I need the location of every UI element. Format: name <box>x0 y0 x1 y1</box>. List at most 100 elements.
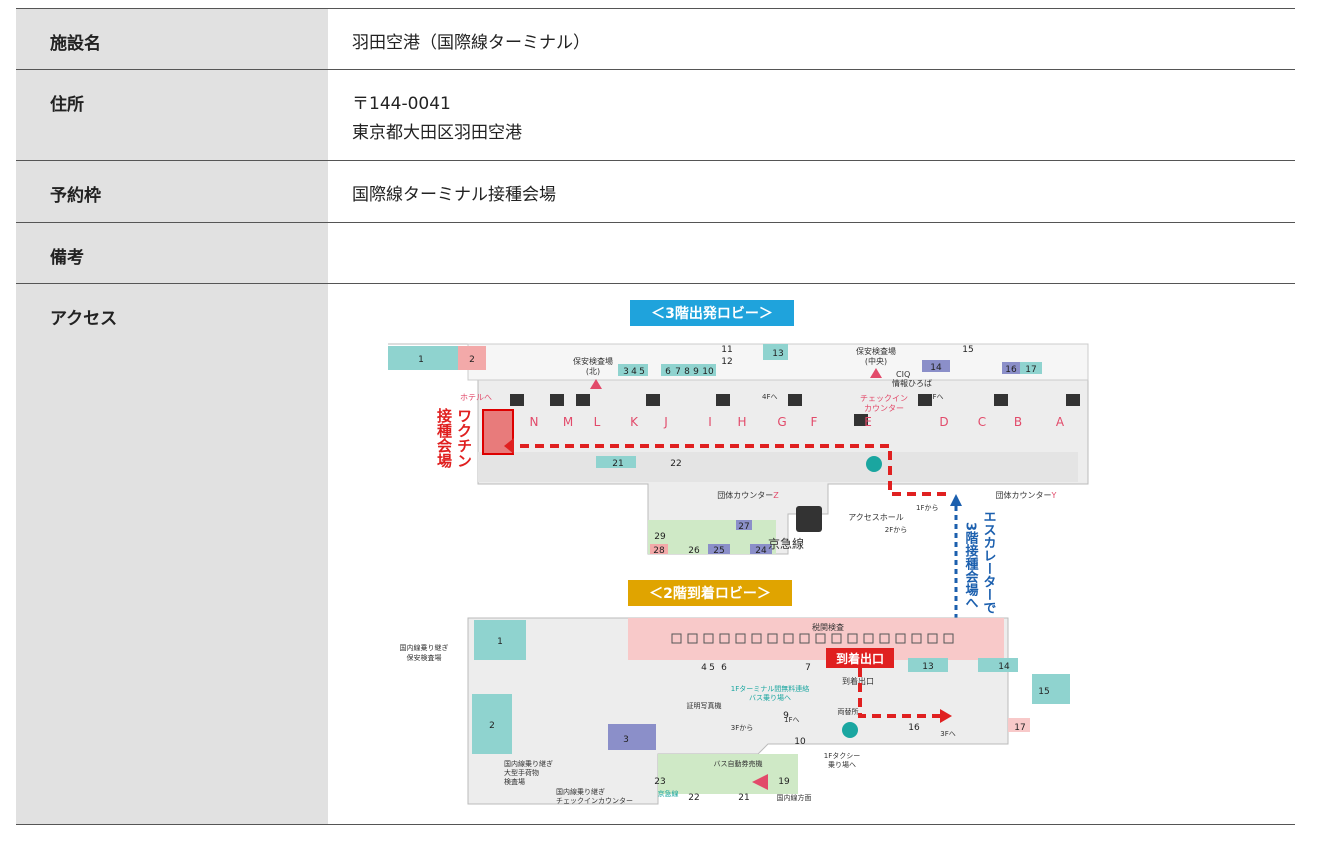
from-2f-label: 2Fから <box>885 526 907 534</box>
f2-2: 2 <box>489 721 495 731</box>
route-3f <box>514 444 946 496</box>
f3-27: 26 <box>688 546 700 556</box>
access-hall-label: アクセスホール <box>848 513 904 522</box>
floor3-bottom-strip <box>478 452 1078 482</box>
f3-2: 2 <box>469 355 475 365</box>
f3-6: 6 <box>665 367 671 377</box>
hotel-label: ホテルへ <box>460 393 492 402</box>
f3-9: 9 <box>693 367 699 377</box>
to-4f-left: 4Fへ <box>762 393 777 401</box>
counter-n: N <box>530 415 539 429</box>
to-1f-label: 1Fへ <box>784 716 799 724</box>
access-label: アクセス <box>16 283 328 825</box>
arrival-exit-small: 到着出口 <box>842 676 874 686</box>
row-access: アクセス ＜3階出発ロビー＞ <box>16 283 1295 825</box>
domestic-direction-label: 国内線方面 <box>777 793 812 802</box>
counter-c: C <box>978 415 986 429</box>
f2-23: 23 <box>654 777 665 787</box>
f3-1: 1 <box>418 355 424 365</box>
counter-d: D <box>939 415 948 429</box>
counter-i: I <box>708 415 712 429</box>
floor2-number-blocks: 1 2 3 4 5 6 7 9 10 13 14 15 <box>472 620 1070 803</box>
security-center-label: 保安検査場 <box>856 346 896 356</box>
escalator-note-col1: エスカレーターで <box>981 510 997 614</box>
to-3f-label: 3Fへ <box>940 730 955 738</box>
counter-l: L <box>594 415 601 429</box>
f3-8: 8 <box>684 367 690 377</box>
security-north-sub: (北) <box>586 367 600 376</box>
customs-label: 税関検査 <box>812 622 844 632</box>
arrival-exit-badge <box>826 648 894 668</box>
counter-h: H <box>737 415 746 429</box>
domestic-baggage2: 大型手荷物 <box>504 768 539 777</box>
floor3-number-blocks: 1 2 3 4 5 6 7 8 9 10 11 12 13 <box>418 344 1042 556</box>
from-3f-label: 3Fから <box>731 724 753 732</box>
checkin-counter-label2: カウンター <box>864 404 904 413</box>
f3-3: 3 <box>623 367 629 377</box>
info-plaza-label: 情報ひろば <box>892 378 932 388</box>
group-counter-y-label: 団体カウンターY <box>996 490 1057 500</box>
floor-map: ＜3階出発ロビー＞ N M <box>388 300 1089 805</box>
row-facility: 施設名 羽田空港（国際線ターミナル） <box>16 8 1295 70</box>
train-icon <box>796 506 822 532</box>
notes-label: 備考 <box>16 222 328 284</box>
security-triangle-center <box>870 368 882 378</box>
f3-5: 5 <box>639 367 645 377</box>
address-label: 住所 <box>16 69 328 161</box>
f2-21: 21 <box>738 793 749 803</box>
f3-14: 14 <box>930 363 942 373</box>
f3-25: 27 <box>738 522 749 532</box>
checkin-counter-label: チェックイン <box>860 394 908 403</box>
f3-10: 10 <box>702 367 714 377</box>
shuttle-bus-label: 1Fターミナル間無料連絡 <box>731 684 809 693</box>
counter-f: F <box>811 415 818 429</box>
f3-29: 29 <box>654 532 666 542</box>
group-counter-z-label: 団体カウンターZ <box>717 490 779 500</box>
counter-j: J <box>663 415 668 429</box>
f3-4: 4 <box>631 367 637 377</box>
shuttle-bus-label2: バス乗り場へ <box>749 693 791 702</box>
counter-b: B <box>1014 415 1022 429</box>
f3-7: 7 <box>675 367 681 377</box>
slot-value: 国際線ターミナル接種会場 <box>328 160 1295 223</box>
floor2-banner: ＜2階到着ロビー＞ <box>649 585 771 602</box>
vaccine-venue-col2: 接種会場 <box>435 407 453 469</box>
f3-24: 24 <box>755 546 767 556</box>
customs-booths <box>671 633 954 644</box>
zone-2 <box>458 346 486 370</box>
taxi-label: 1Fタクシー <box>824 751 860 760</box>
street-address: 東京都大田区羽田空港 <box>352 123 522 143</box>
f3-12: 12 <box>721 357 732 367</box>
f3-11: 11 <box>721 345 732 355</box>
route-arrow-3f <box>504 438 514 454</box>
f3-26: 25 <box>713 546 724 556</box>
f2-16: 16 <box>908 723 920 733</box>
row-notes: 備考 <box>16 222 1295 284</box>
domestic-checkin2: チェックインカウンター <box>556 796 633 805</box>
f2-9: 9 <box>783 711 789 721</box>
f3-22: 22 <box>670 459 681 469</box>
f3-13: 13 <box>772 349 783 359</box>
f2-14: 14 <box>998 662 1010 672</box>
f2-5: 5 <box>709 663 715 673</box>
info-icon-3f <box>866 456 882 472</box>
row-address: 住所 〒144-0041 東京都大田区羽田空港 <box>16 69 1295 161</box>
exchange-label: 両替所 <box>838 707 859 716</box>
escalator-note-col2: 3階接種会場へ <box>963 522 979 609</box>
keikyu-label: 京急線 <box>768 536 804 551</box>
security-north-label: 保安検査場 <box>573 356 613 366</box>
f3-28: 28 <box>653 546 665 556</box>
security-triangle-north <box>590 379 602 389</box>
bus-ticket-label: バス自動券売機 <box>714 759 763 768</box>
ciq-label: CIQ <box>896 370 910 379</box>
f2-19: 19 <box>778 777 790 787</box>
security-center-sub: (中央) <box>865 356 887 366</box>
facility-value: 羽田空港（国際線ターミナル） <box>328 8 1295 70</box>
domestic-direction-arrow <box>752 774 768 790</box>
access-value: ＜3階出発ロビー＞ N M <box>328 283 1295 825</box>
f2-10: 10 <box>794 737 806 747</box>
floor3-banner: ＜3階出発ロビー＞ <box>651 305 773 322</box>
counter-e1: E <box>864 415 872 429</box>
f2-6: 6 <box>721 663 727 673</box>
route-arrow-2f <box>940 709 952 723</box>
